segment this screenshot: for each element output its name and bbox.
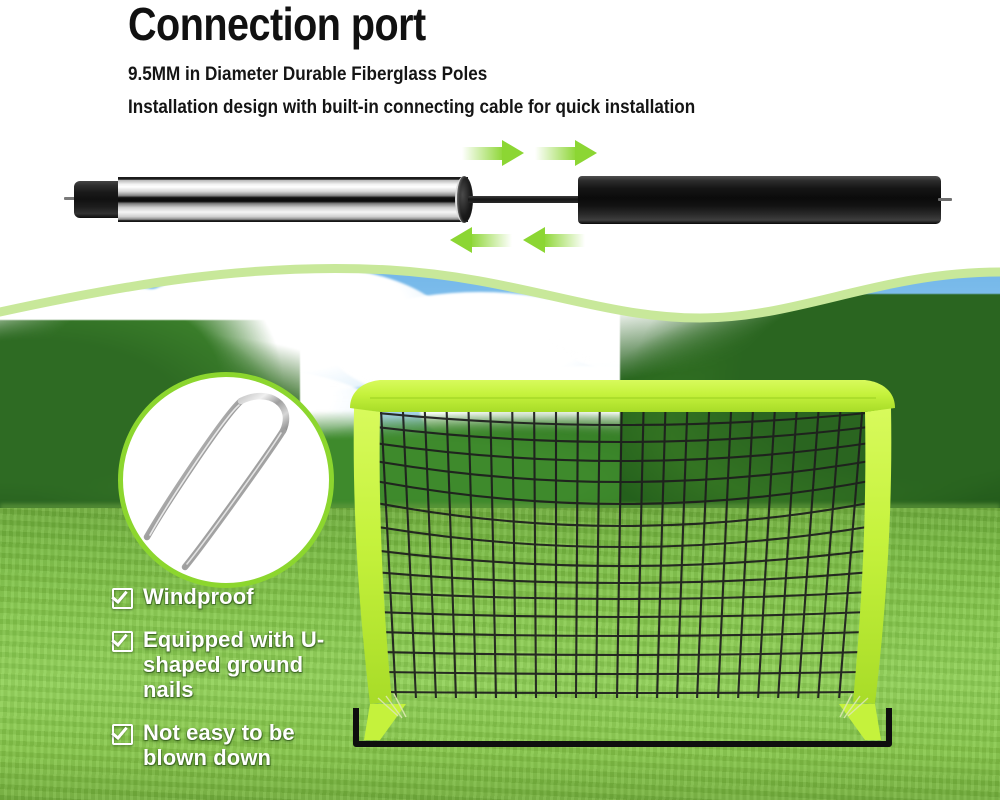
feature-list: Windproof Equipped with U-shaped ground …	[111, 584, 412, 788]
goal-frame-left	[353, 408, 392, 704]
goal-frame-right	[853, 408, 892, 704]
arrow-right-icon	[462, 140, 524, 167]
arrow-head	[523, 227, 545, 253]
goal-net-ties	[377, 693, 869, 719]
checkbox-box	[112, 588, 133, 609]
feature-label: Windproof	[143, 584, 254, 609]
feature-item-blown-down: Not easy to be blown down	[111, 720, 412, 770]
feature-label: Equipped with U-shaped ground nails	[143, 627, 325, 702]
goal-frame-top	[350, 380, 895, 412]
soccer-goal-graphic	[350, 380, 895, 747]
goal-base-bar	[353, 708, 892, 747]
subtitle-line-2: Installation design with built-in connec…	[128, 97, 696, 118]
checkbox-box	[112, 631, 133, 652]
built-in-connecting-cable	[468, 196, 588, 203]
right-cable-stub	[938, 198, 952, 201]
page-title: Connection port	[128, 0, 426, 50]
arrow-shaft	[470, 234, 512, 247]
arrow-shaft	[462, 147, 504, 160]
arrow-left-icon	[523, 227, 585, 254]
u-shaped-ground-nail-icon	[143, 392, 290, 571]
feature-item-ground-nails: Equipped with U-shaped ground nails	[111, 627, 412, 702]
arrow-head	[502, 140, 524, 166]
chrome-connector-sleeve	[118, 177, 468, 222]
checkbox-checked-icon	[111, 586, 133, 609]
black-fiberglass-pole	[578, 176, 941, 224]
soccer-goal	[340, 368, 905, 758]
checkbox-checked-icon	[111, 722, 133, 745]
pole-connection-illustration	[0, 135, 1000, 270]
checkbox-checked-icon	[111, 629, 133, 652]
goal-net	[368, 390, 877, 698]
arrow-right-icon	[535, 140, 597, 167]
arrow-head	[450, 227, 472, 253]
sleeve-open-end-icon	[455, 176, 473, 223]
subtitle-line-1: 9.5MM in Diameter Durable Fiberglass Pol…	[128, 64, 488, 85]
arrow-head	[575, 140, 597, 166]
u-shaped-ground-nail-inset	[118, 372, 334, 588]
black-end-cap	[74, 181, 122, 218]
feature-item-windproof: Windproof	[111, 584, 412, 609]
arrow-left-icon	[450, 227, 512, 254]
feature-label: Not easy to be blown down	[143, 720, 295, 770]
header-block: Connection port 9.5MM in Diameter Durabl…	[0, 0, 1000, 135]
arrow-shaft	[543, 234, 585, 247]
goal-gusset-right	[839, 704, 881, 740]
arrow-shaft	[535, 147, 577, 160]
checkbox-box	[112, 724, 133, 745]
product-photo-scene: Windproof Equipped with U-shaped ground …	[0, 258, 1000, 800]
left-cable-stub	[64, 197, 77, 200]
